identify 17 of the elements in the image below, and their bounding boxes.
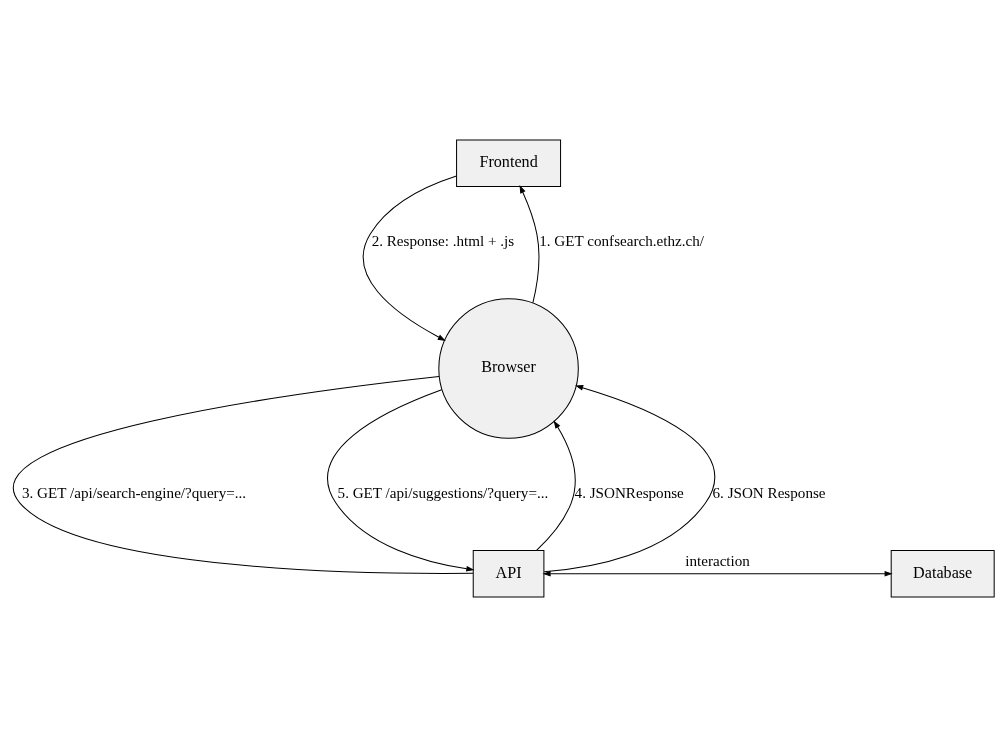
arrow xyxy=(327,389,475,572)
arrow xyxy=(536,420,576,551)
arrow xyxy=(543,385,716,573)
edge-label: 1. GET confsearch.ethz.ch/ xyxy=(539,233,705,250)
edge-label: 5. GET /api/suggestions/?query=... xyxy=(337,485,549,502)
edge-label: 6. JSON Response xyxy=(712,485,826,502)
node-box: Database xyxy=(890,550,995,598)
edge-label: 2. Response: .html + .js xyxy=(371,233,515,250)
arrow xyxy=(542,570,893,577)
arrow xyxy=(362,175,457,341)
node-box: API xyxy=(472,550,545,598)
edge-label: interaction xyxy=(685,552,750,569)
edge-label: 3. GET /api/search-engine/?query=... xyxy=(21,485,247,502)
connector xyxy=(12,376,474,574)
node-box: Frontend xyxy=(456,139,562,187)
edge-label: 4. JSONResponse xyxy=(574,485,684,502)
arrow xyxy=(519,185,540,304)
